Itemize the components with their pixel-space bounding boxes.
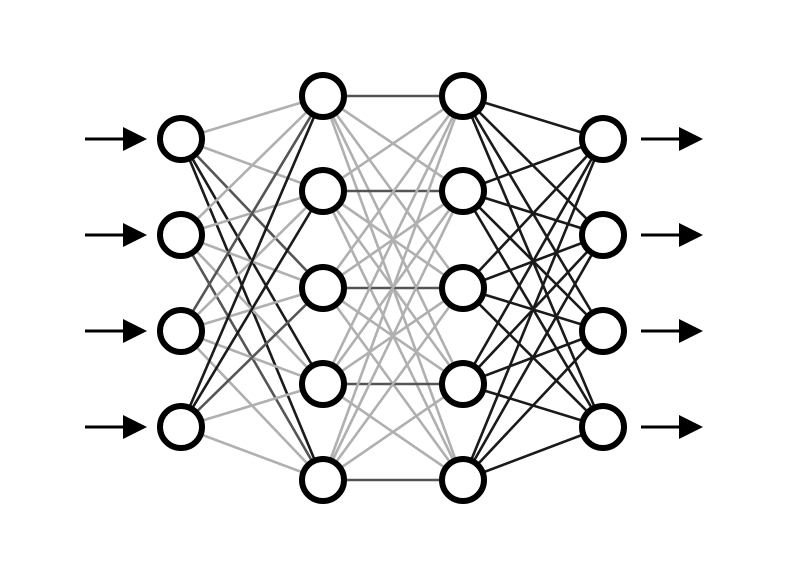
connection-edge [462,94,604,141]
node-hidden-1 [299,360,347,408]
node-input [157,403,205,451]
connection-edge [462,138,604,289]
connection-edge [180,287,324,428]
node-input [157,211,205,259]
arrow-icon [641,127,703,151]
node-hidden-1 [299,264,347,312]
connection-edge [321,190,465,481]
arrow-head [679,223,703,247]
connection-edge [180,425,324,482]
connection-edge [321,287,465,481]
connection-edge [321,95,465,289]
network-nodes [157,72,627,504]
connection-edge [462,330,604,481]
connection-edge [322,94,464,193]
output-arrows [641,127,703,439]
connection-edge [321,95,465,385]
node-hidden-2 [439,72,487,120]
connection-edge [180,95,324,236]
connection-edges [179,94,605,482]
connection-edge [461,234,605,481]
node-hidden-2 [439,360,487,408]
connection-edge [180,382,324,429]
input-arrows [85,127,147,439]
node-hidden-2 [439,456,487,504]
arrow-head [123,223,147,247]
connection-edge [179,95,325,428]
node-output [579,115,627,163]
arrow-head [679,127,703,151]
arrow-head [123,319,147,343]
arrow-icon [85,127,147,151]
arrow-icon [641,223,703,247]
arrow-icon [641,415,703,439]
arrow-head [679,415,703,439]
node-hidden-2 [439,167,487,215]
arrow-head [123,127,147,151]
arrow-icon [85,415,147,439]
node-output [579,211,627,259]
connection-edge [321,95,465,481]
node-input [157,307,205,355]
node-output [579,403,627,451]
node-hidden-1 [299,167,347,215]
connection-edge [180,94,324,141]
arrow-icon [641,319,703,343]
connection-edge [179,95,325,332]
connection-edge [462,137,604,193]
arrow-head [679,319,703,343]
node-output [579,307,627,355]
connection-edge [462,425,604,482]
node-hidden-1 [299,456,347,504]
arrow-icon [85,223,147,247]
connection-edge [322,382,464,482]
connection-edge [461,138,605,481]
node-hidden-1 [299,72,347,120]
node-input [157,115,205,163]
arrow-icon [85,319,147,343]
connection-edge [179,190,325,428]
node-hidden-2 [439,264,487,312]
arrow-head [123,415,147,439]
connection-edge [461,138,605,385]
